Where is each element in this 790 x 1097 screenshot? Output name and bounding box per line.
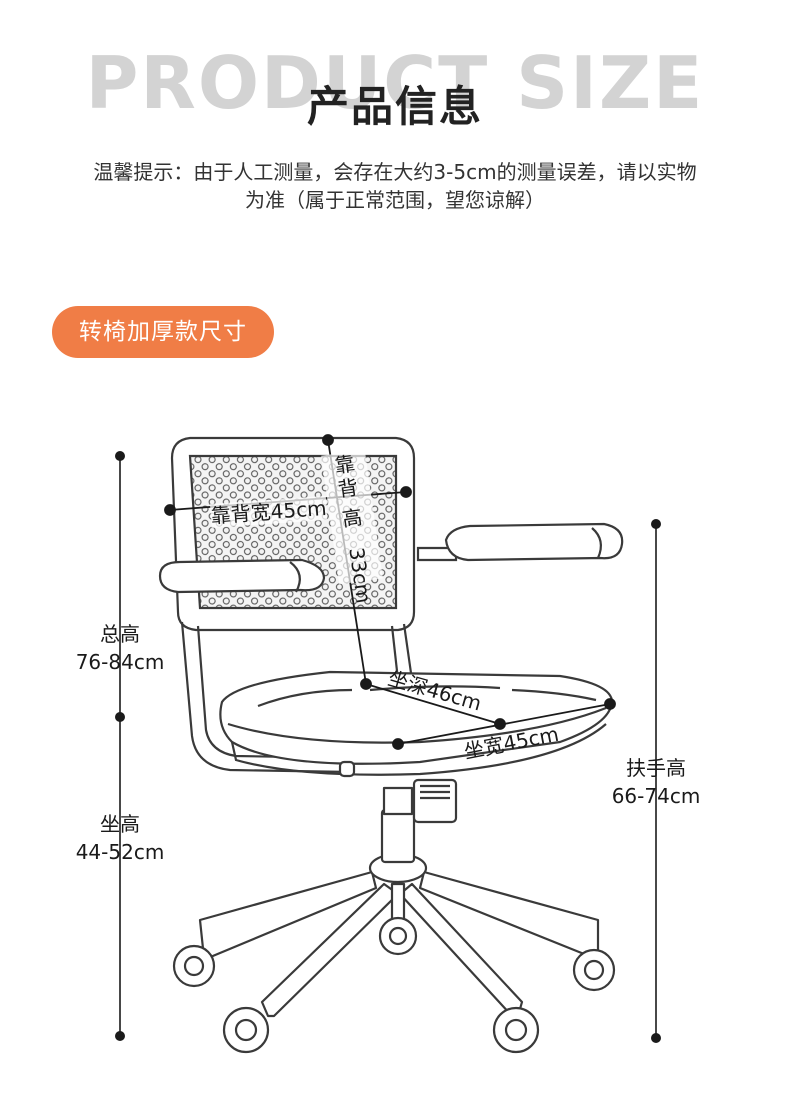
backrest-height-char-3: 高 (340, 504, 364, 532)
page-title: 产品信息 (306, 82, 483, 131)
chair-armrests (158, 522, 624, 594)
measurement-notice: 温馨提示：由于人工测量，会存在大约3-5cm的测量误差，请以实物 为准（属于正常… (30, 158, 760, 214)
chair-seat (219, 670, 614, 778)
backrest-height-value: 33cm (344, 546, 376, 605)
total-height-title: 总高 (100, 622, 140, 646)
total-height-line (115, 451, 125, 1041)
notice-line-2: 为准（属于正常范围，望您谅解） (245, 188, 545, 212)
backrest-height-char-2: 背 (336, 475, 360, 502)
armrest-height-label: 扶手高 66-74cm (596, 756, 716, 808)
seat-height-label: 坐高 44-52cm (60, 812, 180, 864)
total-height-value: 76-84cm (75, 650, 165, 674)
notice-line-1: 温馨提示：由于人工测量，会存在大约3-5cm的测量误差，请以实物 (93, 160, 697, 184)
background-title: PRODUCT SIZE (85, 41, 705, 125)
seat-height-value: 44-52cm (75, 840, 165, 864)
armrest-height-value: 66-74cm (611, 784, 701, 808)
seat-height-title: 坐高 (100, 812, 140, 836)
chair-base (172, 778, 616, 1054)
armrest-height-title: 扶手高 (626, 756, 686, 780)
armrest-height-line (651, 519, 661, 1043)
total-height-label: 总高 76-84cm (60, 622, 180, 674)
section-badge: 转椅加厚款尺寸 (52, 306, 274, 358)
